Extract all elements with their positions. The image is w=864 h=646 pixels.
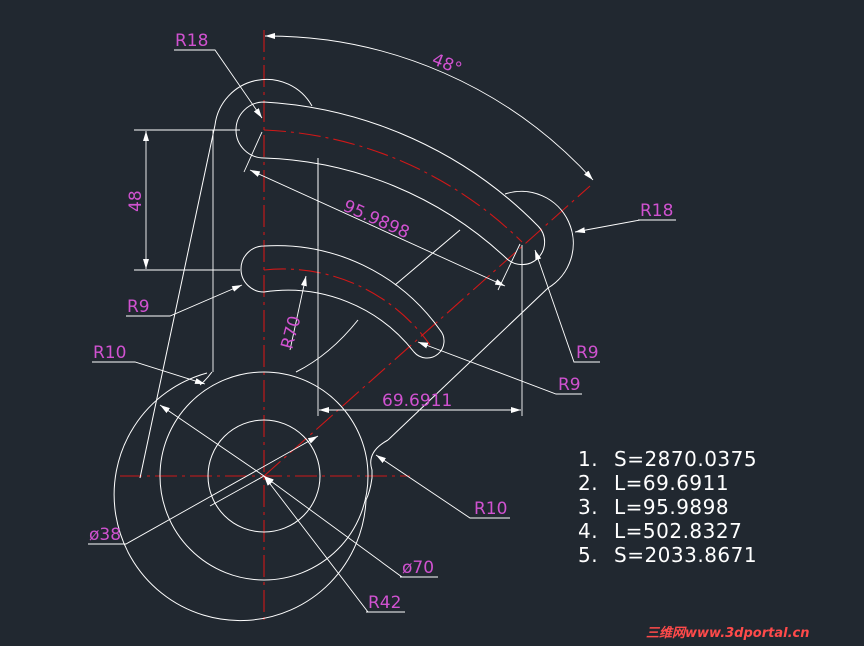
result-2-num: 2. xyxy=(578,471,598,495)
result-3-num: 3. xyxy=(578,495,598,519)
dimension-lines xyxy=(88,32,676,613)
leader-r18-right xyxy=(574,219,676,234)
ext-line-95-b xyxy=(497,243,521,291)
result-3-value: L=95.9898 xyxy=(614,495,729,519)
leader-dia38-tail xyxy=(209,475,265,507)
result-1-value: S=2870.0375 xyxy=(614,447,757,471)
result-4-value: L=502.8327 xyxy=(614,519,742,543)
web-contour xyxy=(295,158,461,373)
label-r18-top: R18 xyxy=(175,31,208,51)
label-r9-left: R9 xyxy=(127,297,150,317)
result-5-num: 5. xyxy=(578,543,598,567)
dim-arc-48deg xyxy=(264,32,594,181)
label-angle-48: 48° xyxy=(429,50,464,80)
hole-dia38 xyxy=(207,419,321,533)
part-geometry xyxy=(113,78,574,622)
results-list: 1. S=2870.0375 2. L=69.6911 3. L=95.9898… xyxy=(578,447,757,567)
label-r9-right-upper: R9 xyxy=(576,343,599,363)
label-dia70: ø70 xyxy=(402,558,434,578)
ext-line-95-a xyxy=(243,131,263,173)
label-r10-left: R10 xyxy=(93,343,126,363)
left-r10-fillet xyxy=(199,371,213,386)
watermark: 三维网www.3dportal.cn xyxy=(646,625,809,641)
label-r70: R70 xyxy=(278,314,306,351)
inner-slot xyxy=(240,245,445,359)
circle-dia70 xyxy=(159,371,369,581)
dim-line-95 xyxy=(249,169,506,287)
leader-dia70-tail xyxy=(159,404,265,477)
label-vertical-48: 48 xyxy=(126,190,146,212)
label-r10-right: R10 xyxy=(474,499,507,519)
label-r42: R42 xyxy=(368,593,401,613)
left-tangent-line xyxy=(139,124,216,479)
label-aligned-95: 95.9898 xyxy=(340,196,412,243)
leader-r10-left xyxy=(93,361,206,385)
leader-r42 xyxy=(263,475,405,613)
center-lines xyxy=(120,30,591,625)
result-1-num: 1. xyxy=(578,447,598,471)
label-r18-right: R18 xyxy=(640,201,673,221)
label-dia38: ø38 xyxy=(89,525,121,545)
label-r9-right-lower: R9 xyxy=(558,375,581,395)
right-tangent-line xyxy=(387,287,549,441)
leader-r9-right-lower xyxy=(417,341,580,395)
result-2-value: L=69.6911 xyxy=(614,471,729,495)
leader-r70 xyxy=(289,275,307,351)
outer-slot xyxy=(235,101,546,266)
label-horizontal-69: 69.6911 xyxy=(382,391,452,411)
right-r18-boss xyxy=(504,190,574,289)
outer-r42-boundary xyxy=(113,372,367,622)
right-r10-fillet xyxy=(365,439,389,501)
result-4-num: 4. xyxy=(578,519,598,543)
angled-centerline xyxy=(263,185,591,477)
leader-r18-top xyxy=(176,49,263,119)
result-5-value: S=2033.8671 xyxy=(614,543,757,567)
